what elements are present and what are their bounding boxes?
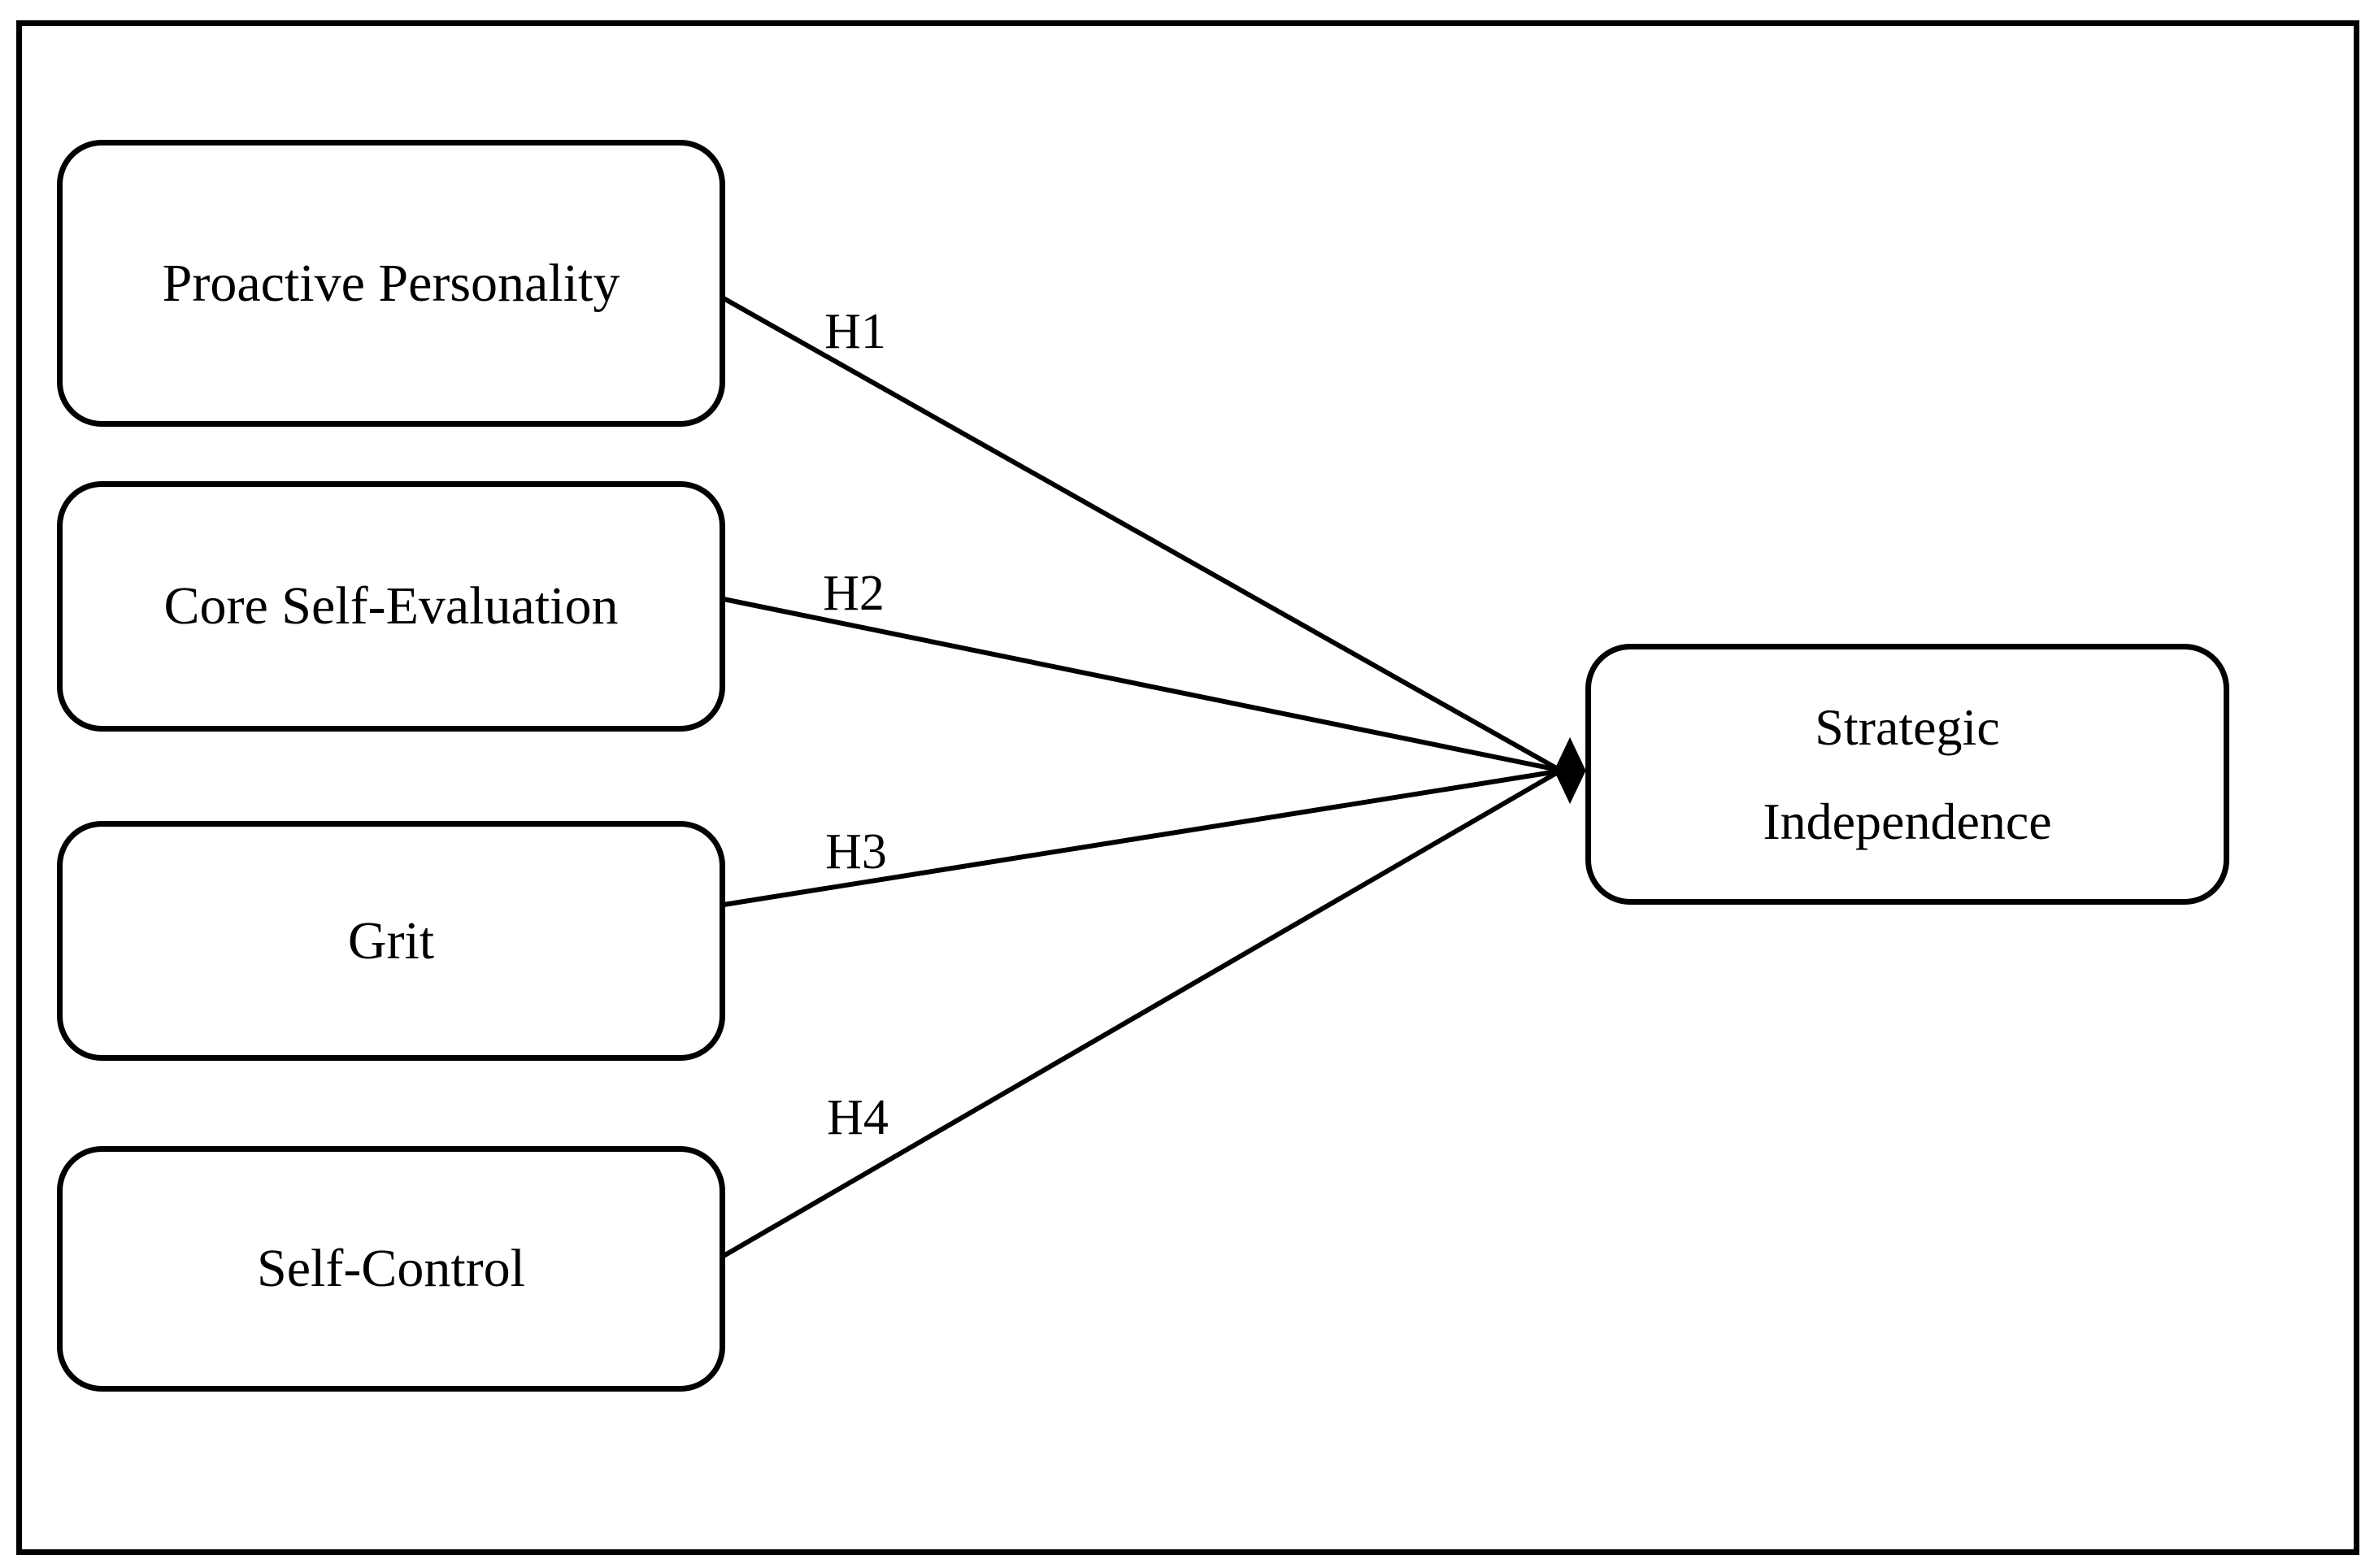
outcome-box-strategic-independence: Strategic Independence <box>1585 644 2229 905</box>
predictor-box-core-self-evaluation: Core Self-Evaluation <box>57 481 725 732</box>
hypothesis-label-h2: H2 <box>823 566 885 621</box>
predictor-box-grit: Grit <box>57 821 725 1061</box>
hypothesis-label-h4: H4 <box>827 1090 889 1145</box>
predictor-box-self-control: Self-Control <box>57 1146 725 1392</box>
hypothesis-label-h1: H1 <box>824 304 886 359</box>
figure-border <box>16 20 2359 1555</box>
predictor-label: Grit <box>347 910 435 971</box>
outcome-label-line2: Independence <box>1763 792 2052 850</box>
hypothesis-label-h3: H3 <box>825 824 887 880</box>
outcome-label-line1: Strategic <box>1815 697 2000 756</box>
predictor-label: Proactive Personality <box>162 253 620 313</box>
predictor-label: Self-Control <box>257 1239 525 1299</box>
predictor-label: Core Self-Evaluation <box>163 576 619 636</box>
predictor-box-proactive-personality: Proactive Personality <box>57 140 725 427</box>
